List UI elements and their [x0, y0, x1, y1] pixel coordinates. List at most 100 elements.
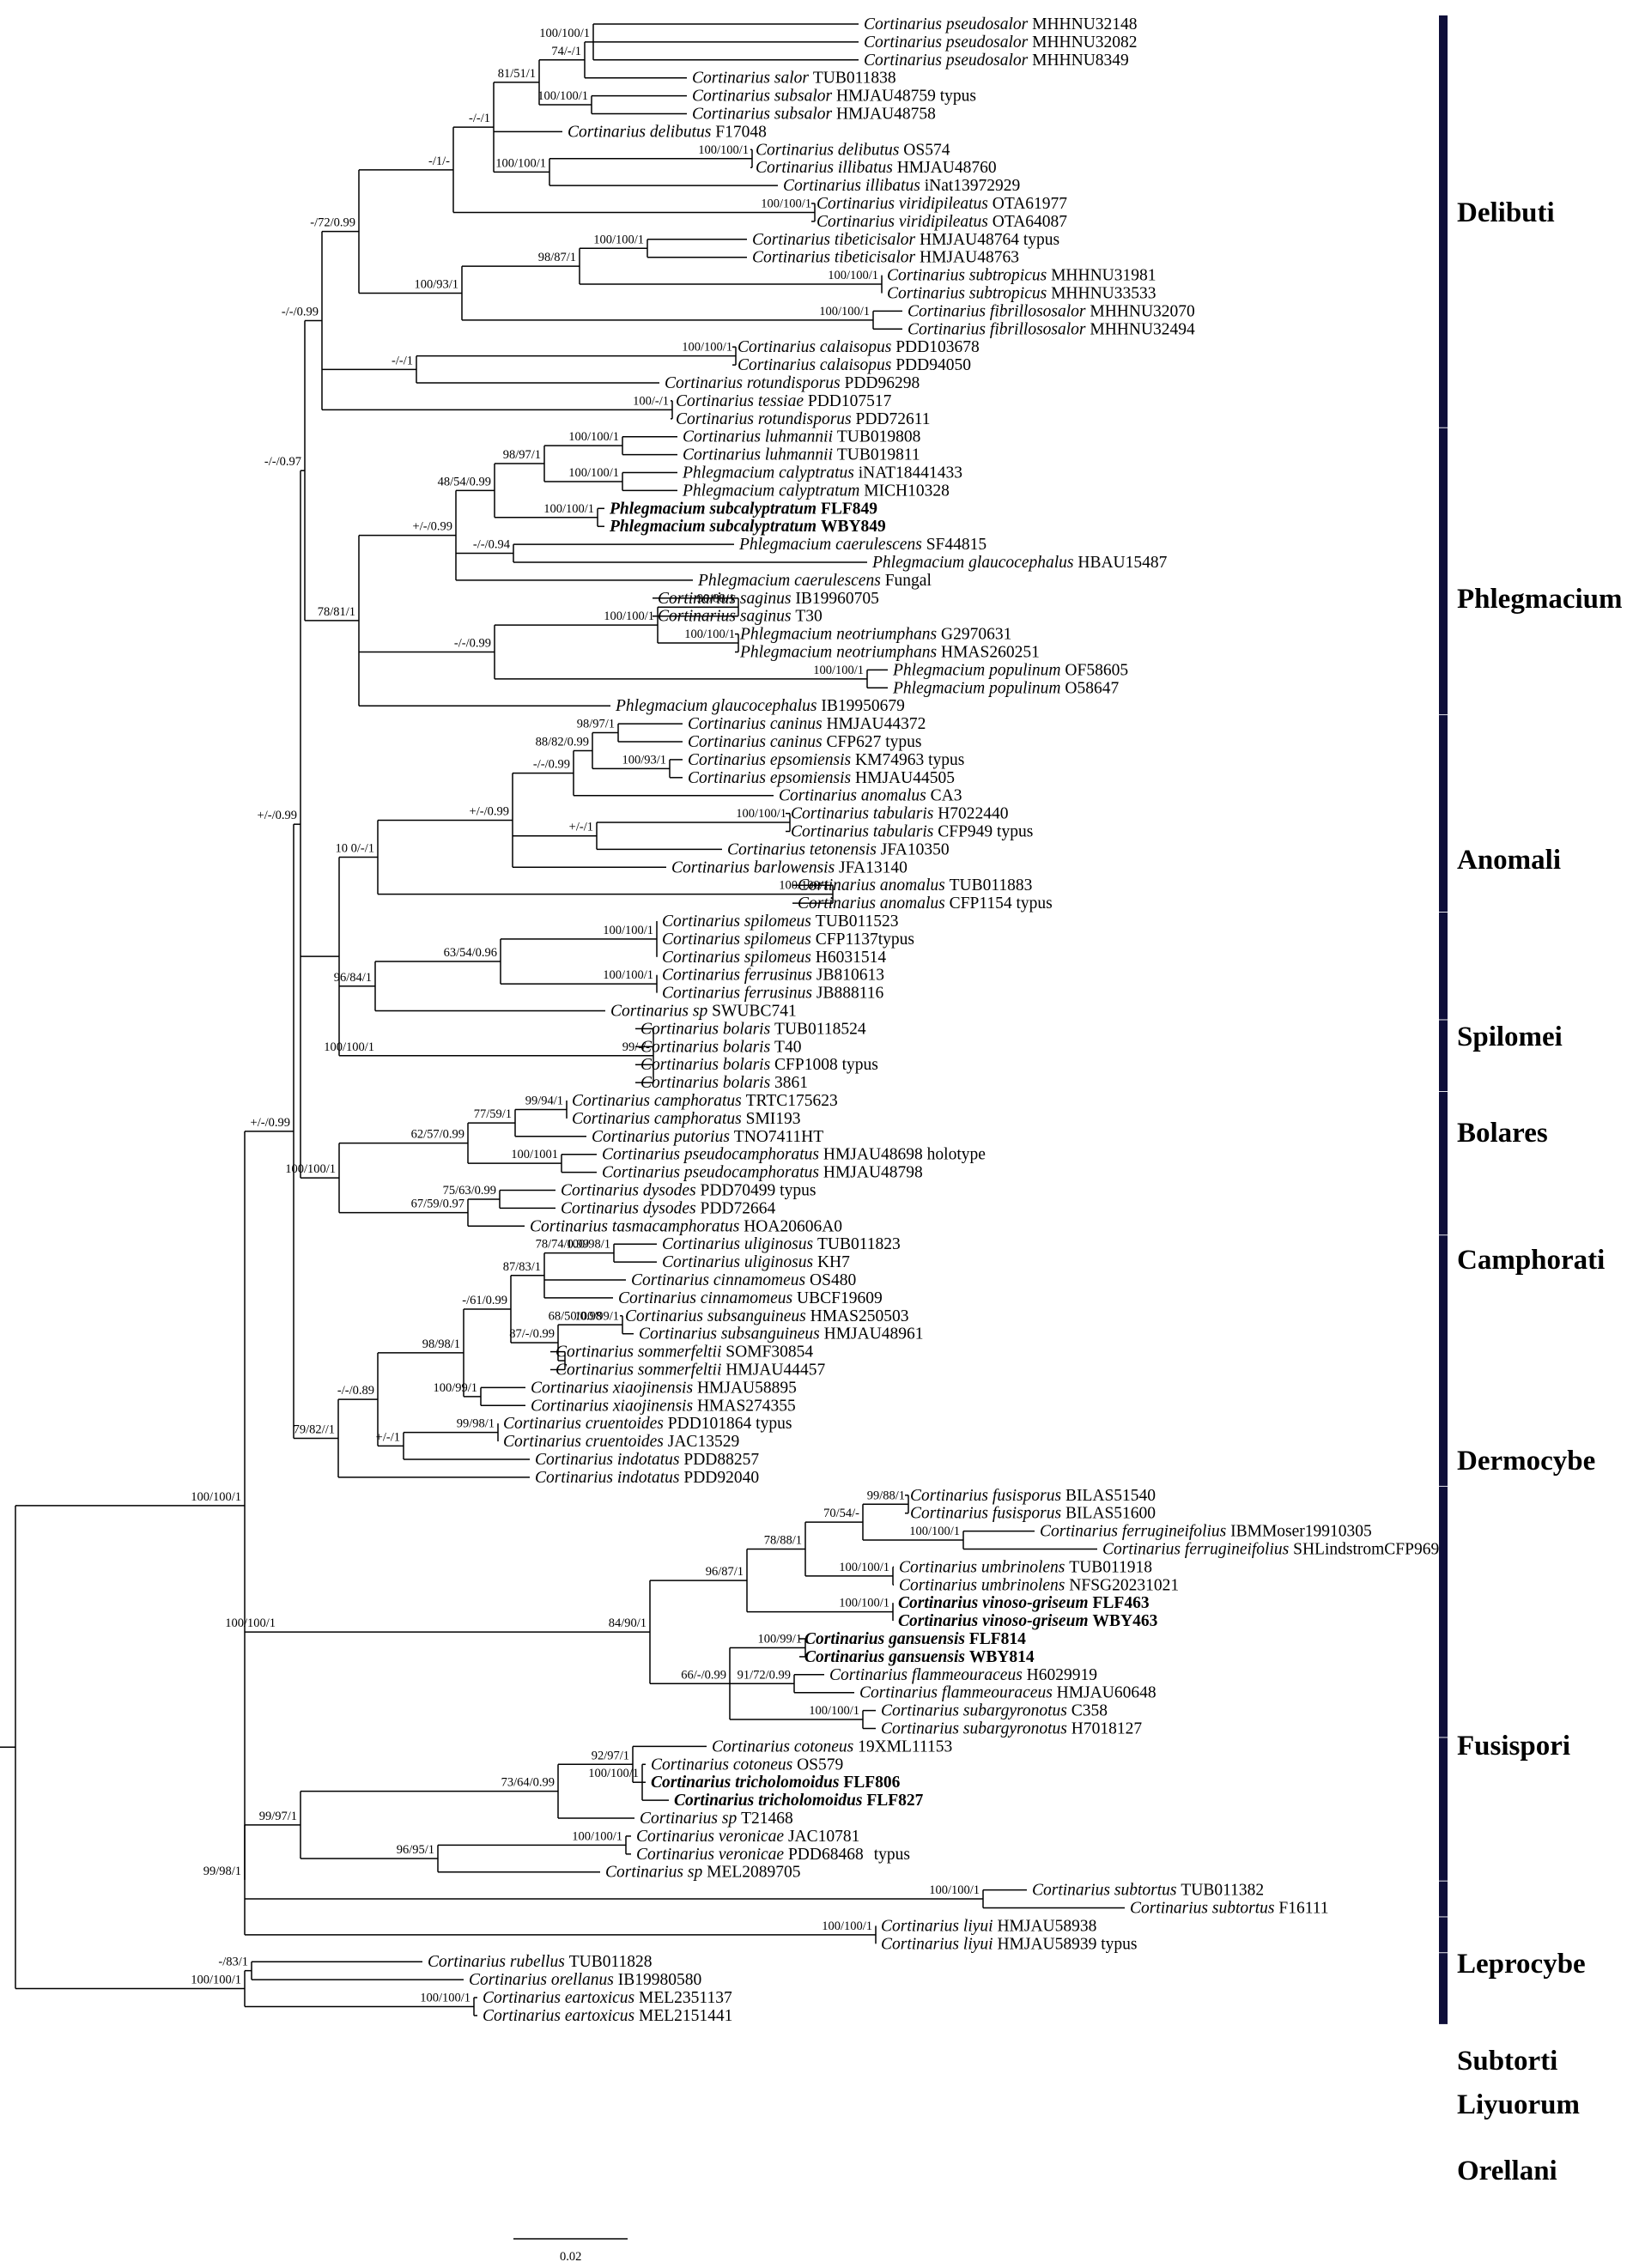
- taxon-label: Cortinarius ferrusinus JB888116: [662, 985, 883, 1003]
- taxon-species: Cortinarius saginus: [658, 608, 795, 626]
- taxon-voucher: PDD70499 typus: [701, 1182, 816, 1200]
- taxon-species: Cortinarius spilomeus: [662, 913, 816, 931]
- taxon-voucher: HMJAU60648: [1057, 1684, 1156, 1702]
- taxon-voucher: SF44815: [926, 536, 986, 554]
- taxon-species: Cortinarius tasmacamphoratus: [530, 1217, 744, 1235]
- taxon-species: Cortinarius fibrillososalor: [908, 302, 1090, 320]
- taxon-species: Cortinarius camphoratus: [572, 1110, 746, 1128]
- taxon-voucher: HMJAU58895: [697, 1379, 797, 1397]
- taxon-species: Cortinarius barlowensis: [671, 858, 839, 876]
- taxon-label: Cortinarius eartoxicus MEL2351137: [483, 1989, 732, 2007]
- clade-label-leprocybe: Leprocybe: [1457, 1949, 1586, 1980]
- taxon-label: Cortinarius subsalor HMJAU48758: [692, 106, 936, 124]
- support-value: 96/84/1: [334, 971, 372, 985]
- taxon-species: Cortinarius tricholomoidus: [674, 1792, 866, 1810]
- support-value: 98/87/1: [538, 251, 576, 264]
- support-value: 62/57/0.99: [411, 1128, 464, 1142]
- taxon-voucher: FLF827: [866, 1792, 923, 1810]
- taxon-species: Cortinarius putorius: [592, 1128, 734, 1146]
- taxon-label: Cortinarius subsalor HMJAU48759 typus: [692, 88, 976, 106]
- taxon-voucher: CFP1154 typus: [950, 894, 1053, 913]
- taxon-species: Cortinarius indotatus: [535, 1469, 683, 1487]
- taxon-voucher: NFSG20231021: [1069, 1576, 1179, 1594]
- taxon-label: Cortinarius dysodes PDD70499 typus: [561, 1182, 816, 1200]
- support-value: 100/100/1: [568, 430, 619, 444]
- taxon-voucher: SWUBC741: [712, 1003, 797, 1021]
- taxon-label: Cortinarius xiaojinensis HMAS274355: [531, 1397, 796, 1415]
- support-value: 98/98/1: [422, 1337, 460, 1351]
- support-value: 100/100/1: [839, 1561, 889, 1574]
- taxon-label: Cortinarius bolaris 3861: [640, 1074, 808, 1092]
- taxon-label: Cortinarius uliginosus KH7: [662, 1253, 850, 1271]
- taxon-voucher: PDD96298: [845, 374, 920, 392]
- taxon-voucher: FLF463: [1092, 1594, 1149, 1612]
- taxon-label: Cortinarius saginus T30: [658, 608, 823, 626]
- taxon-voucher: H7022440: [938, 805, 1008, 823]
- support-value: 100/100/1: [822, 1919, 872, 1933]
- taxon-label: Cortinarius cotoneus OS579: [651, 1756, 843, 1774]
- taxon-species: Cortinarius pseudocamphoratus: [602, 1146, 823, 1164]
- taxon-voucher: MHHNU33533: [1051, 285, 1156, 303]
- taxon-voucher: SHLindstromCFP969: [1293, 1541, 1439, 1559]
- taxon-voucher: TUB019811: [837, 446, 920, 464]
- support-value: -/-/0.99: [454, 637, 491, 651]
- taxon-voucher: HMJAU48763: [920, 249, 1019, 267]
- taxon-label: Cortinarius flammeouraceus HMJAU60648: [859, 1684, 1156, 1702]
- taxon-label: Phlegmacium subcalyptratum FLF849: [609, 500, 877, 518]
- support-value: 81/51/1: [498, 67, 536, 81]
- support-value: -/83/1: [218, 1956, 248, 1969]
- taxon-species: Cortinarius uliginosus: [662, 1235, 817, 1253]
- taxon-species: Cortinarius eartoxicus: [483, 2007, 639, 2025]
- support-value: +/-/0.99: [258, 809, 297, 822]
- support-value: 78/81/1: [318, 605, 355, 619]
- taxon-label: Cortinarius subtropicus MHHNU33533: [887, 285, 1156, 303]
- support-value: 100/93/1: [622, 753, 666, 767]
- support-value: 75/63/0.99: [443, 1184, 496, 1198]
- taxon-voucher: JB888116: [816, 985, 884, 1003]
- taxon-species: Cortinarius cinnamomeus: [618, 1289, 797, 1307]
- taxon-voucher: PDD92040: [683, 1469, 759, 1487]
- taxon-voucher: HMJAU58939 typus: [997, 1935, 1137, 1953]
- taxon-label: Phlegmacium calyptratus iNAT18441433: [682, 464, 962, 482]
- taxon-voucher: TUB011883: [950, 876, 1033, 894]
- taxon-label: Cortinarius vinoso-griseum FLF463: [898, 1594, 1150, 1612]
- support-value: -/-/1: [392, 354, 413, 367]
- taxon-voucher: OS480: [810, 1271, 856, 1289]
- taxon-label: Cortinarius epsomiensis HMJAU44505: [688, 769, 955, 787]
- taxon-species: Cortinarius subargyronotus: [881, 1702, 1071, 1720]
- taxon-voucher: MEL2351137: [639, 1989, 732, 2007]
- taxon-species: Phlegmacium caerulescens: [697, 572, 885, 590]
- support-value: 100/100/1: [191, 1490, 241, 1504]
- taxon-label: Cortinarius subargyronotus C358: [881, 1702, 1108, 1720]
- taxon-species: Cortinarius cruentoides: [503, 1433, 668, 1451]
- support-value: 100/99/1: [433, 1381, 477, 1395]
- taxon-voucher: TUB011382: [1181, 1882, 1264, 1900]
- taxon-label: Cortinarius bolaris T40: [640, 1038, 801, 1056]
- taxon-label: Cortinarius tetonensis JFA10350: [727, 840, 950, 858]
- taxon-label: Cortinarius gansuensis FLF814: [804, 1630, 1026, 1648]
- taxon-voucher: JFA13140: [839, 858, 908, 876]
- support-value: 66/-/0.99: [681, 1668, 726, 1682]
- taxon-voucher: HMAS274355: [697, 1397, 796, 1415]
- taxon-voucher: JFA10350: [881, 840, 950, 858]
- taxon-label: Cortinarius eartoxicus MEL2151441: [483, 2007, 732, 2025]
- taxon-species: Cortinarius subtortus: [1130, 1900, 1278, 1918]
- taxon-label: Cortinarius indotatus PDD92040: [535, 1469, 759, 1487]
- clade-bar-anomali: [1439, 715, 1448, 913]
- taxon-label: Cortinarius tabularis H7022440: [791, 805, 1009, 823]
- support-value: 100/1001: [511, 1148, 558, 1161]
- support-value: 91/72/0.99: [738, 1668, 791, 1682]
- clade-bar-dermocybe: [1439, 1235, 1448, 1486]
- taxon-species: Cortinarius anomalus: [798, 894, 950, 913]
- taxon-species: Cortinarius viridipileatus: [816, 195, 993, 213]
- taxon-voucher: CA3: [931, 787, 962, 805]
- support-value: 100/100/1: [809, 1704, 859, 1718]
- taxon-voucher: CFP1008 typus: [774, 1056, 878, 1074]
- clade-label-subtorti: Subtorti: [1457, 2046, 1557, 2077]
- taxon-note: typus: [874, 1846, 910, 1864]
- taxon-voucher: T40: [774, 1038, 801, 1056]
- taxon-label: Cortinarius pseudocamphoratus HMJAU48798: [602, 1164, 923, 1182]
- support-value: -/-/0.99: [533, 758, 570, 772]
- clade-label-orellani: Orellani: [1457, 2156, 1557, 2186]
- support-value: 73/64/0.99: [501, 1776, 555, 1790]
